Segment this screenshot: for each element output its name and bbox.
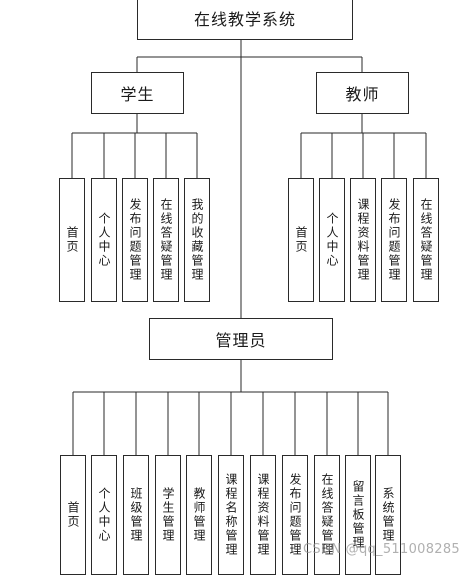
- teacher-module-label: 课程资料管理: [356, 198, 370, 282]
- admin-module-10: 留言板管理: [345, 455, 371, 575]
- teacher-module-label: 个人中心: [325, 212, 339, 268]
- student-module-3: 发布问题管理: [122, 178, 148, 302]
- admin-module-3: 班级管理: [123, 455, 149, 575]
- admin-module-label: 个人中心: [97, 487, 111, 543]
- role-node-student-label: 学生: [120, 85, 155, 104]
- teacher-module-2: 个人中心: [319, 178, 345, 302]
- admin-module-9: 在线答疑管理: [314, 455, 340, 575]
- role-node-teacher-label: 教师: [345, 85, 380, 104]
- teacher-module-1: 首页: [288, 178, 314, 302]
- admin-module-label: 首页: [66, 501, 80, 529]
- teacher-module-3: 课程资料管理: [350, 178, 376, 302]
- admin-module-11: 系统管理: [375, 455, 401, 575]
- admin-module-label: 发布问题管理: [288, 473, 302, 557]
- teacher-module-5: 在线答疑管理: [413, 178, 439, 302]
- admin-module-1: 首页: [60, 455, 86, 575]
- admin-module-label: 课程名称管理: [224, 473, 238, 557]
- admin-module-5: 教师管理: [186, 455, 212, 575]
- student-module-label: 发布问题管理: [128, 198, 142, 282]
- watermark: CSDN @qq_511008285: [302, 542, 460, 557]
- admin-module-7: 课程资料管理: [250, 455, 276, 575]
- teacher-module-label: 发布问题管理: [387, 198, 401, 282]
- teacher-module-4: 发布问题管理: [381, 178, 407, 302]
- teacher-module-label: 在线答疑管理: [419, 198, 433, 282]
- student-module-2: 个人中心: [91, 178, 117, 302]
- student-module-4: 在线答疑管理: [153, 178, 179, 302]
- admin-module-label: 课程资料管理: [256, 473, 270, 557]
- role-node-student: 学生: [91, 72, 184, 114]
- student-module-5: 我的收藏管理: [184, 178, 210, 302]
- admin-module-label: 在线答疑管理: [320, 473, 334, 557]
- admin-module-label: 学生管理: [161, 487, 175, 543]
- admin-module-4: 学生管理: [155, 455, 181, 575]
- admin-module-2: 个人中心: [91, 455, 117, 575]
- role-node-teacher: 教师: [316, 72, 409, 114]
- student-module-label: 个人中心: [97, 212, 111, 268]
- admin-module-label: 留言板管理: [351, 480, 365, 550]
- student-module-1: 首页: [59, 178, 85, 302]
- admin-module-8: 发布问题管理: [282, 455, 308, 575]
- teacher-module-label: 首页: [294, 226, 308, 254]
- admin-module-label: 班级管理: [129, 487, 143, 543]
- admin-module-6: 课程名称管理: [218, 455, 244, 575]
- student-module-label: 我的收藏管理: [190, 198, 204, 282]
- admin-module-label: 系统管理: [381, 487, 395, 543]
- student-module-label: 首页: [65, 226, 79, 254]
- role-node-admin: 管理员: [149, 318, 333, 360]
- role-node-admin-label: 管理员: [215, 331, 267, 350]
- root-node: 在线教学系统: [137, 0, 353, 40]
- student-module-label: 在线答疑管理: [159, 198, 173, 282]
- root-node-label: 在线教学系统: [193, 10, 296, 29]
- admin-module-label: 教师管理: [192, 487, 206, 543]
